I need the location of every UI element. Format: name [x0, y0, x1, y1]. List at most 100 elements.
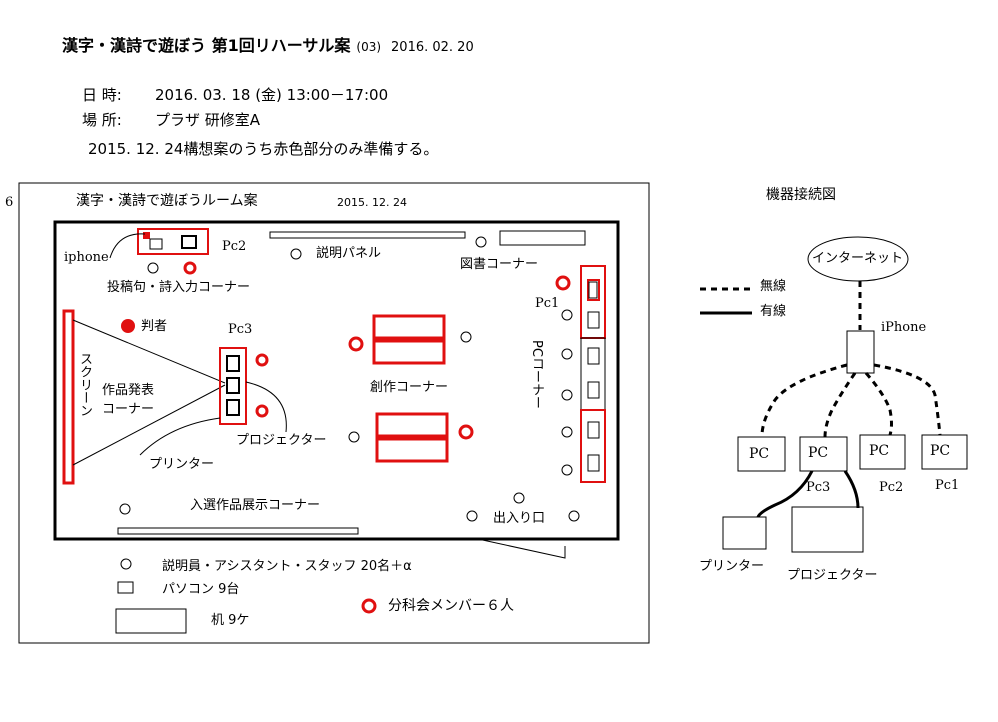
pc2-device-text: PC — [869, 443, 890, 459]
label-pc2: Pc2 — [222, 239, 247, 254]
label-creation: 創作コーナー — [370, 380, 449, 395]
page-title-sub: (03) — [356, 40, 382, 54]
page-title-text: 漢字・漢詩で遊ぼう 第1回リハーサル案 — [62, 36, 351, 55]
label-projector: プロジェクター — [236, 433, 327, 448]
pc-a-text: PC — [749, 446, 770, 462]
pc3-device — [799, 436, 848, 472]
staff-circle — [466, 510, 478, 522]
legend-desk: 机 9ケ — [211, 613, 250, 628]
staff-circle — [348, 431, 360, 443]
room-title: 漢字・漢詩で遊ぼうルーム案 — [76, 193, 258, 209]
label-pc-corner: PCコーナー — [529, 340, 544, 409]
wired-link-projector — [843, 470, 860, 509]
pc-box-a — [737, 436, 786, 472]
page-title-date: 2016. 02. 20 — [391, 40, 474, 55]
pc2-pc-box — [181, 235, 197, 249]
creation-table-2a — [375, 412, 449, 438]
label-exhibit: 入選作品展示コーナー — [190, 498, 321, 513]
legend-members: 分科会メンバー６人 — [388, 598, 514, 614]
creation-table-2b — [375, 437, 449, 463]
wireless-link-pc-a — [760, 363, 848, 437]
pc2-device — [859, 434, 906, 470]
staff-circle — [460, 331, 472, 343]
network-title: 機器接続図 — [766, 187, 836, 203]
printer-device — [722, 516, 767, 550]
iphone-leader — [109, 233, 146, 259]
place-value: プラザ 研修室A — [155, 111, 261, 129]
pc2-desk — [137, 228, 209, 255]
member-circle — [183, 261, 197, 275]
label-printer-device: プリンター — [699, 559, 765, 574]
legend-pc-symbol — [117, 581, 134, 594]
label-pc1: Pc1 — [535, 296, 560, 311]
label-pc2-device: Pc2 — [879, 480, 904, 495]
staff-circle — [290, 248, 302, 260]
creation-table-1b — [372, 339, 446, 365]
pc-box-3 — [587, 347, 600, 365]
member-circle — [255, 404, 269, 418]
pc3-device-text: PC — [808, 445, 829, 461]
label-entrance: 出入り口 — [493, 511, 546, 526]
label-pc3-device: Pc3 — [806, 480, 831, 495]
pc-desk-bottom — [580, 409, 606, 483]
staff-circle — [561, 309, 573, 321]
legend-staff-symbol — [120, 558, 132, 570]
iphone-marker — [143, 232, 150, 239]
label-presentation-1: 作品発表 — [102, 383, 155, 398]
pc-desk-middle — [580, 337, 606, 411]
pc-box-4 — [587, 381, 600, 399]
datetime-label: 日 時: — [82, 86, 122, 104]
wireless-link-pc3 — [823, 372, 857, 438]
label-screen: スクリーン — [77, 352, 92, 417]
room-outer-frame — [18, 182, 650, 644]
internet-ellipse — [807, 236, 909, 282]
pc2-iphone-box — [149, 238, 163, 250]
staff-circle — [561, 389, 573, 401]
printer-leader — [139, 417, 221, 456]
label-judge: 判者 — [141, 319, 168, 334]
wireless-link-pc2 — [864, 372, 893, 436]
note-text: 2015. 12. 24構想案のうち赤色部分のみ準備する。 — [88, 140, 439, 158]
room-date: 2015. 12. 24 — [337, 196, 407, 209]
label-library: 図書コーナー — [460, 257, 539, 272]
screen-rect — [62, 309, 75, 485]
staff-circle — [561, 464, 573, 476]
library-box — [499, 230, 586, 246]
member-circle — [255, 353, 269, 367]
pc-box-5 — [587, 421, 600, 439]
label-internet: インターネット — [812, 251, 904, 266]
legend-desk-symbol — [115, 608, 187, 634]
judge-marker — [121, 319, 135, 333]
staff-circle — [568, 510, 580, 522]
pc1-box-red — [587, 279, 600, 301]
staff-circle — [147, 262, 159, 274]
label-pc3: Pc3 — [228, 322, 253, 337]
pc1-device — [921, 434, 968, 470]
pc3-box-2 — [226, 377, 240, 394]
label-panel: 説明パネル — [316, 246, 382, 261]
page-title: 漢字・漢詩で遊ぼう 第1回リハーサル案 (03) 2016. 02. 20 — [62, 36, 474, 55]
projector-leader — [245, 381, 287, 433]
label-printer: プリンター — [149, 457, 215, 472]
label-wired: 有線 — [760, 304, 787, 319]
staff-circle — [475, 236, 487, 248]
label-iphone-device: iPhone — [881, 320, 927, 335]
iphone-device — [846, 330, 875, 374]
pc1-box-inner — [588, 281, 598, 299]
label-iphone: iphone — [64, 250, 109, 265]
legend-pc: パソコン 9台 — [162, 582, 240, 597]
wired-link-printer — [756, 470, 814, 518]
staff-circle — [513, 492, 525, 504]
staff-circle — [119, 503, 131, 515]
room-wall — [53, 220, 620, 541]
staff-circle — [561, 426, 573, 438]
datetime-value: 2016. 03. 18 (金) 13:00－17:00 — [155, 86, 389, 104]
label-posting: 投稿句・詩入力コーナー — [107, 280, 251, 295]
pc3-desk — [219, 347, 247, 425]
exhibit-bar — [117, 527, 359, 535]
pc1-desk — [580, 265, 606, 339]
legend-member-symbol — [361, 598, 377, 614]
member-circle — [348, 336, 364, 352]
door-line — [477, 538, 566, 559]
